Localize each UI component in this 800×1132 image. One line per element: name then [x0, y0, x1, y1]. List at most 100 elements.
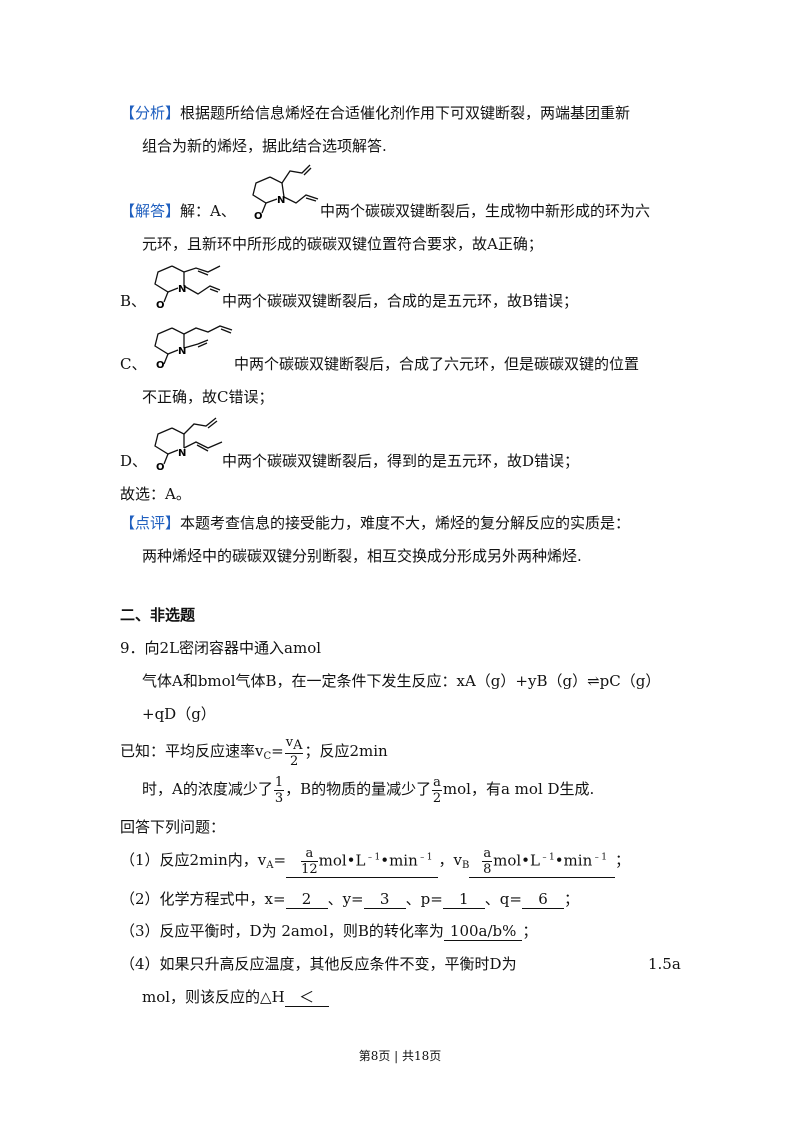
- q9-l4-num: v: [285, 735, 294, 750]
- q9-p2-p-label: 、p=: [405, 890, 443, 908]
- q9-p1-unit2-sup-b: ﹣1: [592, 852, 607, 862]
- q9-p1-unit-sup-b: ﹣1: [539, 852, 555, 862]
- q9-l4-post: ；反应2min: [304, 742, 388, 760]
- solution-a-text-1: 中两个碳碳双键断裂后，生成物中新形成的环为六: [320, 202, 651, 220]
- q9-l5-pre: 时，A的浓度减少了: [142, 780, 273, 798]
- q9-p1-a-den: 12: [301, 861, 318, 877]
- solution-c-text-1: 中两个碳碳双键断裂后，合成了六元环，但是碳碳双键的位置: [234, 355, 640, 373]
- q9-p1-unit2: •min: [380, 851, 418, 869]
- solution-b-prefix: B、: [120, 292, 147, 310]
- solution-choice: 故选：A。: [120, 485, 191, 503]
- q9-p1-pre: （1）反应2min内，v: [120, 851, 267, 869]
- q9-l4-den: 2: [289, 754, 299, 769]
- atom-n-c: N: [178, 346, 186, 357]
- atom-n-a: N: [277, 195, 285, 206]
- solution-a-prefix: 解：A、: [180, 202, 236, 220]
- q9-p1-unit2-b: •min: [554, 851, 593, 869]
- q9-l5-den: 3: [274, 790, 284, 806]
- q9-p1-unit-sup: ﹣1: [365, 852, 381, 862]
- comment-text-1: 本题考查信息的接受能力，难度不大，烯烃的复分解反应的实质是：: [180, 514, 631, 532]
- q9-ask: 回答下列问题：: [120, 818, 226, 836]
- solution-a-text-2: 元环，且新环中所形成的碳碳双键位置符合要求，故A正确；: [142, 235, 543, 253]
- atom-n-b: N: [178, 284, 186, 295]
- molecule-c-structure: N O: [154, 325, 233, 370]
- q9-p2-p-answer: 1: [442, 890, 485, 909]
- molecule-a-structure: N O: [252, 164, 319, 221]
- q9-l4-sub: C: [263, 751, 272, 762]
- solution-tag: 【解答】: [120, 202, 181, 220]
- q9-p2-x-answer: 2: [285, 890, 328, 909]
- q9-p2-y-answer: 3: [363, 890, 406, 909]
- q9-p2-y-label: 、y=: [327, 890, 364, 908]
- page-footer: 第8页 | 共18页: [358, 1049, 442, 1063]
- q9-p1-unit: mol•L: [318, 851, 366, 869]
- q9-p2-pre: （2）化学方程式中，x=: [120, 890, 286, 908]
- solution-line-a: 【解答】解：A、: [120, 200, 236, 222]
- comment-line-1: 【点评】本题考查信息的接受能力，难度不大，烯烃的复分解反应的实质是：: [120, 512, 630, 534]
- q9-l4-pre: 已知：平均反应速率v: [120, 742, 264, 760]
- q9-l5-mid: ，B的物质的量减少了: [285, 780, 432, 798]
- comment-line-2: 两种烯烃中的碳碳双键分别断裂，相互交换成分形成另外两种烯烃.: [142, 547, 582, 565]
- q9-l4-num-sub: A: [293, 738, 303, 753]
- analysis-line-2: 组合为新的烯烃，据此结合选项解答.: [142, 137, 387, 155]
- analysis-tag: 【分析】: [120, 104, 181, 122]
- atom-o-c: O: [156, 360, 165, 370]
- analysis-text-1: 根据题所给信息烯烃在合适催化剂作用下可双键断裂，两端基团重新: [180, 104, 631, 122]
- atom-o-d: O: [156, 462, 165, 472]
- q9-p3-end: ；: [522, 922, 538, 940]
- q9-p4-line2-text: mol，则该反应的△H: [142, 988, 285, 1006]
- q9-p1-sub-a: A: [266, 860, 274, 871]
- q9-p1-b-num: a: [482, 845, 493, 862]
- q9-part-4-line-2: mol，则该反应的△H＜: [142, 986, 329, 1008]
- q9-p1-unit-b: mol•L: [493, 851, 540, 869]
- q9-p1-mid: ，v: [438, 851, 462, 869]
- q9-p1-a-num: a: [301, 846, 318, 862]
- q9-l4-eq: =: [271, 742, 284, 760]
- q9-l5-den2: 2: [432, 790, 442, 806]
- q9-p1-eq: =: [273, 851, 287, 869]
- q9-p2-q-answer: 6: [521, 890, 564, 909]
- q9-part-4-line-1: （4）如果只升高反应温度，其他反应条件不变，平衡时D为: [120, 955, 517, 973]
- comment-tag: 【点评】: [120, 514, 181, 532]
- q9-l5-post: mol，有a mol D生成.: [442, 780, 595, 798]
- solution-b-text: 中两个碳碳双键断裂后，合成的是五元环，故B错误；: [222, 292, 579, 310]
- atom-o-a: O: [254, 211, 263, 221]
- q9-p1-sub-b: B: [461, 860, 470, 871]
- atom-n-d: N: [178, 448, 186, 459]
- q9-p2-end: ；: [563, 890, 579, 908]
- solution-d-prefix: D、: [120, 452, 148, 470]
- atom-o-b: O: [156, 300, 165, 310]
- section-title: 二、非选题: [120, 606, 196, 624]
- solution-c-prefix: C、: [120, 355, 147, 373]
- q9-line-2: 气体A和bmol气体B，在一定条件下发生反应：xA（g）+yB（g）⇌pC（g）: [142, 672, 661, 690]
- molecule-b-structure: N O: [154, 265, 221, 310]
- q9-line-1: 9．向2L密闭容器中通入amol: [120, 639, 322, 657]
- q9-p4-answer: ＜: [284, 988, 329, 1007]
- q9-line-3: +qD（g）: [142, 705, 216, 723]
- q9-p2-q-label: 、q=: [484, 890, 522, 908]
- q9-p3-pre: （3）反应平衡时，D为 2amol，则B的转化率为: [120, 922, 444, 940]
- q9-l5-num: 1: [273, 774, 285, 791]
- q9-p1-b-den: 8: [483, 861, 492, 877]
- analysis-line-1: 【分析】根据题所给信息烯烃在合适催化剂作用下可双键断裂，两端基团重新: [120, 102, 630, 124]
- solution-c-text-2: 不正确，故C错误；: [142, 388, 274, 406]
- q9-p3-answer: 100a/b%: [443, 922, 523, 941]
- molecule-d-structure: N O: [154, 417, 223, 472]
- q9-part-2: （2）化学方程式中，x=2、y=3、p=1、q=6；: [120, 888, 579, 910]
- q9-part-4-value: 1.5a: [648, 955, 681, 973]
- q9-p1-end: ；: [614, 851, 630, 869]
- q9-l5-num2: a: [432, 774, 442, 791]
- solution-d-text: 中两个碳碳双键断裂后，得到的是五元环，故D错误；: [222, 452, 580, 470]
- q9-p1-unit2-sup: ﹣1: [417, 852, 433, 862]
